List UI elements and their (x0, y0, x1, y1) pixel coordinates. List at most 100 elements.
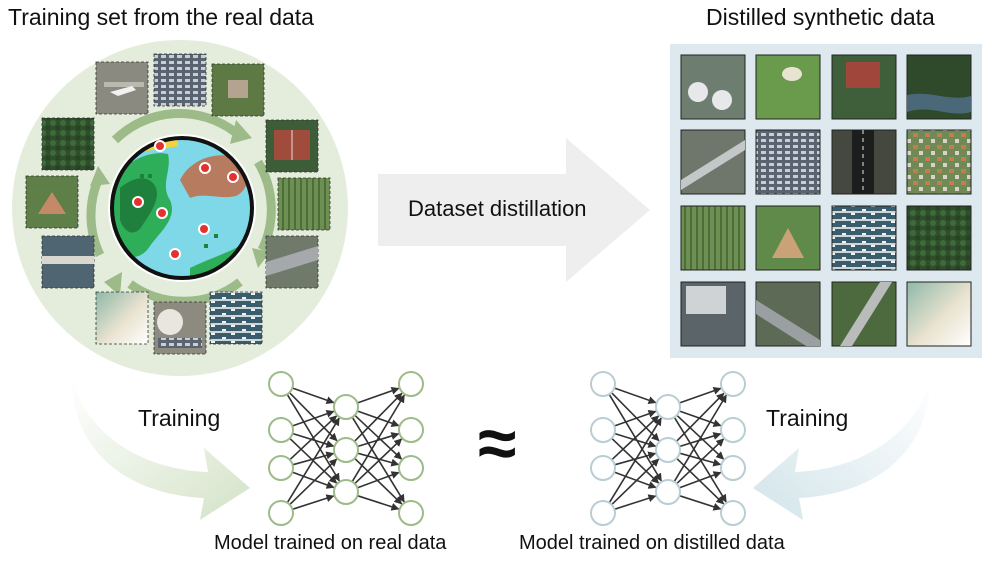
network-node (590, 500, 616, 526)
forest-tile-2 (906, 205, 972, 271)
network-edge (292, 432, 335, 448)
tennis-court-tile-2 (831, 54, 897, 120)
network-edge (351, 394, 405, 483)
network-node (398, 500, 424, 526)
network-edge (679, 494, 722, 511)
cycle-arrowheads (90, 120, 270, 296)
network-edge (614, 387, 657, 405)
embedding-points (132, 140, 239, 260)
network-node (590, 417, 616, 443)
network-node (655, 479, 681, 505)
synthetic-tiles (680, 54, 972, 347)
network-node (268, 500, 294, 526)
network-edge (292, 494, 335, 511)
network-edge (611, 415, 660, 461)
network-edge (289, 458, 338, 506)
network-edge (679, 452, 722, 467)
golf-course-tile (755, 54, 821, 120)
network-edge (679, 386, 722, 404)
network-edge (614, 409, 657, 427)
synthetic-data-title: Distilled synthetic data (706, 4, 935, 30)
network-node (720, 417, 746, 443)
training-label-right: Training (766, 405, 849, 431)
storage-tank-tile (153, 301, 207, 355)
freeway-tile (755, 281, 821, 347)
storage-tanks-tile (680, 54, 746, 120)
network-node (720, 371, 746, 397)
runway-tile (831, 129, 897, 195)
parking-lot-tile (755, 129, 821, 195)
training-arrow-real (72, 378, 250, 520)
network-edge (608, 417, 662, 504)
network-edge (354, 438, 403, 485)
training-arrow-distilled (753, 378, 930, 520)
airport-tile (95, 61, 149, 115)
harbor-tile (209, 291, 263, 345)
network-edge (292, 387, 335, 405)
neural-network-distilled (590, 371, 746, 526)
overpass-tile (831, 281, 897, 347)
river-tile (906, 54, 972, 120)
network-edge (292, 409, 335, 427)
network-edge (288, 391, 338, 442)
network-node (333, 394, 359, 420)
real-model-caption: Model trained on real data (214, 532, 447, 554)
farmland-tile-2 (680, 205, 746, 271)
industrial-tile (680, 281, 746, 347)
network-edge (356, 471, 400, 489)
network-edge (610, 391, 660, 442)
distilled-model-caption: Model trained on distilled data (519, 532, 785, 554)
network-edge (289, 415, 338, 461)
network-node (268, 455, 294, 481)
real-data-title: Training set from the real data (8, 4, 314, 30)
network-node (655, 437, 681, 463)
network-edge (673, 394, 727, 483)
network-node (268, 417, 294, 443)
network-edge (292, 451, 335, 466)
network-edge (357, 386, 400, 404)
beach-tile (95, 291, 149, 345)
parking-tile (153, 53, 207, 107)
network-node (720, 455, 746, 481)
network-edge (676, 438, 725, 485)
network-node (333, 479, 359, 505)
network-node (268, 371, 294, 397)
residential-tile (906, 129, 972, 195)
tennis-court-tile (265, 119, 319, 173)
network-edge (291, 471, 335, 489)
cycle-arrows (86, 109, 276, 306)
farmland-tile (277, 177, 331, 231)
real-data-tiles (25, 53, 331, 355)
embedding-map (108, 134, 256, 282)
network-edge (675, 392, 725, 443)
bridge-tile (41, 235, 95, 289)
intersection-tile (680, 129, 746, 195)
network-edge (613, 471, 657, 489)
forest-tile (41, 117, 95, 171)
highway-tile (265, 235, 319, 289)
baseball-field-tile-2 (755, 205, 821, 271)
network-edge (611, 458, 660, 506)
network-node (590, 455, 616, 481)
network-node (398, 371, 424, 397)
network-node (398, 417, 424, 443)
harbor-tile-2 (831, 205, 897, 271)
network-edge (614, 494, 657, 511)
network-node (655, 394, 681, 420)
network-edge (357, 494, 400, 511)
network-node (590, 371, 616, 397)
beach-tile-2 (906, 281, 972, 347)
approx-symbol: ≈ (478, 404, 517, 482)
network-edge (614, 451, 657, 466)
network-edge (353, 392, 403, 443)
distillation-label: Dataset distillation (408, 196, 587, 221)
network-edge (357, 452, 400, 467)
training-label-left: Training (138, 405, 221, 431)
network-node (333, 437, 359, 463)
network-node (398, 455, 424, 481)
network-edge (286, 417, 340, 504)
network-node (720, 500, 746, 526)
network-edge (614, 432, 657, 448)
network-edge (678, 471, 722, 489)
